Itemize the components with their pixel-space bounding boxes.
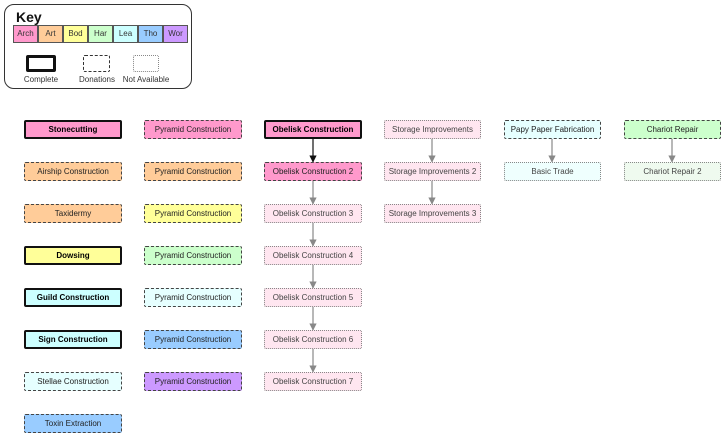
node-pyramid-art[interactable]: Pyramid Construction: [144, 162, 242, 181]
key-complete-shape: [26, 55, 56, 72]
key-donations-label: Donations: [78, 75, 116, 84]
key-swatch-tho: Tho: [138, 25, 163, 43]
node-papy-paper-fabrication[interactable]: Papy Paper Fabrication: [504, 120, 601, 139]
node-toxin-extraction[interactable]: Toxin Extraction: [24, 414, 122, 433]
node-chariot-repair-2[interactable]: Chariot Repair 2: [624, 162, 721, 181]
key-swatch-wor: Wor: [163, 25, 188, 43]
node-storage-improvements-1[interactable]: Storage Improvements: [384, 120, 481, 139]
node-stonecutting[interactable]: Stonecutting: [24, 120, 122, 139]
key-legend: Key Arch Art Bod Har Lea Tho Wor Complet…: [4, 4, 192, 89]
node-obelisk-construction-6[interactable]: Obelisk Construction 6: [264, 330, 362, 349]
node-taxidermy[interactable]: Taxidermy: [24, 204, 122, 223]
node-pyramid-arch[interactable]: Pyramid Construction: [144, 120, 242, 139]
node-pyramid-bod[interactable]: Pyramid Construction: [144, 204, 242, 223]
node-obelisk-construction-4[interactable]: Obelisk Construction 4: [264, 246, 362, 265]
key-swatch-bod: Bod: [63, 25, 88, 43]
node-obelisk-construction-2[interactable]: Obelisk Construction 2: [264, 162, 362, 181]
node-airship-construction[interactable]: Airship Construction: [24, 162, 122, 181]
key-title: Key: [16, 9, 42, 25]
node-pyramid-wor[interactable]: Pyramid Construction: [144, 372, 242, 391]
key-not-available-label: Not Available: [122, 75, 170, 84]
node-stellae-construction[interactable]: Stellae Construction: [24, 372, 122, 391]
key-swatch-art: Art: [38, 25, 63, 43]
node-obelisk-construction-5[interactable]: Obelisk Construction 5: [264, 288, 362, 307]
key-donations-shape: [83, 55, 110, 72]
node-pyramid-tho[interactable]: Pyramid Construction: [144, 330, 242, 349]
node-storage-improvements-3[interactable]: Storage Improvements 3: [384, 204, 481, 223]
node-obelisk-construction-3[interactable]: Obelisk Construction 3: [264, 204, 362, 223]
node-pyramid-lea[interactable]: Pyramid Construction: [144, 288, 242, 307]
node-obelisk-construction-7[interactable]: Obelisk Construction 7: [264, 372, 362, 391]
node-dowsing[interactable]: Dowsing: [24, 246, 122, 265]
node-chariot-repair[interactable]: Chariot Repair: [624, 120, 721, 139]
node-basic-trade[interactable]: Basic Trade: [504, 162, 601, 181]
node-pyramid-har[interactable]: Pyramid Construction: [144, 246, 242, 265]
key-not-available-shape: [133, 55, 159, 72]
key-swatch-arch: Arch: [13, 25, 38, 43]
node-obelisk-construction-1[interactable]: Obelisk Construction: [264, 120, 362, 139]
key-swatch-lea: Lea: [113, 25, 138, 43]
node-storage-improvements-2[interactable]: Storage Improvements 2: [384, 162, 481, 181]
node-sign-construction[interactable]: Sign Construction: [24, 330, 122, 349]
key-complete-label: Complete: [23, 75, 59, 84]
key-swatch-har: Har: [88, 25, 113, 43]
node-guild-construction[interactable]: Guild Construction: [24, 288, 122, 307]
